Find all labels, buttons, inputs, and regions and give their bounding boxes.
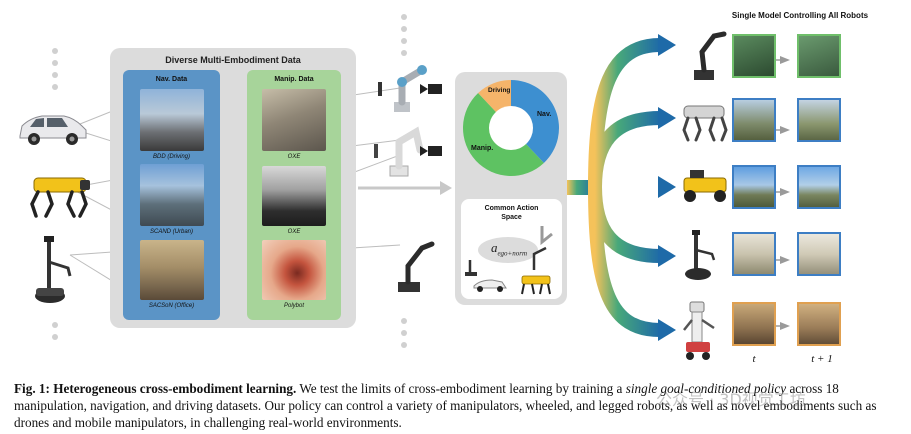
time-label-t: t [752,353,756,365]
donut-label-driving: Driving [488,87,510,94]
nav-caption-sacson: SACSoN (Office) [148,303,195,309]
manip-caption-polybot: Polybot [283,303,304,309]
caption-text-2: across 18 manipulation, navigation, and … [14,381,877,430]
row5-thumb-t [732,302,776,346]
nav-data-label: Nav. Data [155,76,188,83]
suv-car-icon [19,115,87,145]
nav-caption-bdd: BDD (Driving) [152,154,190,160]
right-widowx-arm-icon [694,31,727,80]
franka-arm-robot-icon [374,126,442,177]
ur-arm-robot-icon [378,65,442,112]
row3-thumb-t1 [797,165,841,209]
action-subscript: ego+norm [497,249,528,258]
left-bottom-ellipsis-dots [52,322,58,346]
mid-bottom-ellipsis-dots [401,318,407,354]
manip-data-label: Manip. Data [274,76,314,83]
widowx-arm-robot-icon [398,241,435,292]
row1-thumb-t1 [797,34,841,78]
oxe-photo-2 [262,166,326,226]
caption-label: Fig. 1: [14,381,50,396]
scand-urban-photo [140,164,204,226]
row4-thumb-t1 [797,232,841,276]
manip-caption-oxe-1: OXE [287,154,301,160]
row1-thumb-t [732,34,776,78]
robots-section-title: Single Model Controlling All Robots [731,11,869,20]
watermark: 公众号 · 3D视觉工坊 [656,390,806,409]
left-ellipsis-dots [52,48,58,96]
sacson-office-photo [140,240,204,300]
figure-caption: Fig. 1: Heterogeneous cross-embodiment l… [14,380,898,431]
row4-thumb-t [732,232,776,276]
common-action-space-title-line1: Common Action [484,205,539,212]
oxe-photo-1 [262,89,326,151]
data-panel-title: Diverse Multi-Embodiment Data [165,55,301,65]
row2-thumb-t [732,98,776,142]
row5-thumb-t1 [797,302,841,346]
polybot-photo [262,240,326,300]
time-label-t1: t + 1 [811,353,833,365]
mobile-manipulator-robot-icon [35,236,72,303]
action-symbol: a [490,240,498,255]
nav-caption-scand: SCAND (Urban) [149,229,193,235]
right-mobile-manipulator-icon [685,230,716,280]
row3-thumb-t [732,165,776,209]
manip-caption-oxe-2: OXE [287,229,301,235]
donut-label-nav: Nav. [537,111,551,118]
caption-text-1: We test the limits of cross-embodiment l… [296,381,626,396]
donut-slice-nav [511,80,560,163]
donut-label-manip: Manip. [471,145,493,152]
dataset-mix-donut-chart: Nav. Manip. Driving [462,80,560,177]
caption-emphasis: single goal-conditioned policy [625,381,787,396]
row2-thumb-t1 [797,98,841,142]
action-space-ellipse [478,237,538,263]
bdd-driving-photo [140,89,204,151]
cas-mini-robots-icon [465,226,553,295]
right-wheeled-robot-icon [683,170,727,202]
action-space-symbol: aego+norm [482,240,536,258]
caption-title: Heterogeneous cross-embodiment learning. [53,381,297,396]
mid-top-ellipsis-dots [401,14,407,62]
quadruped-robot-icon [30,177,90,218]
figure-connections [69,34,790,341]
right-humanoid-mobile-robot-icon [683,301,715,360]
right-quadruped-robot-icon [682,105,728,142]
common-action-space-title-line2: Space [501,214,522,221]
